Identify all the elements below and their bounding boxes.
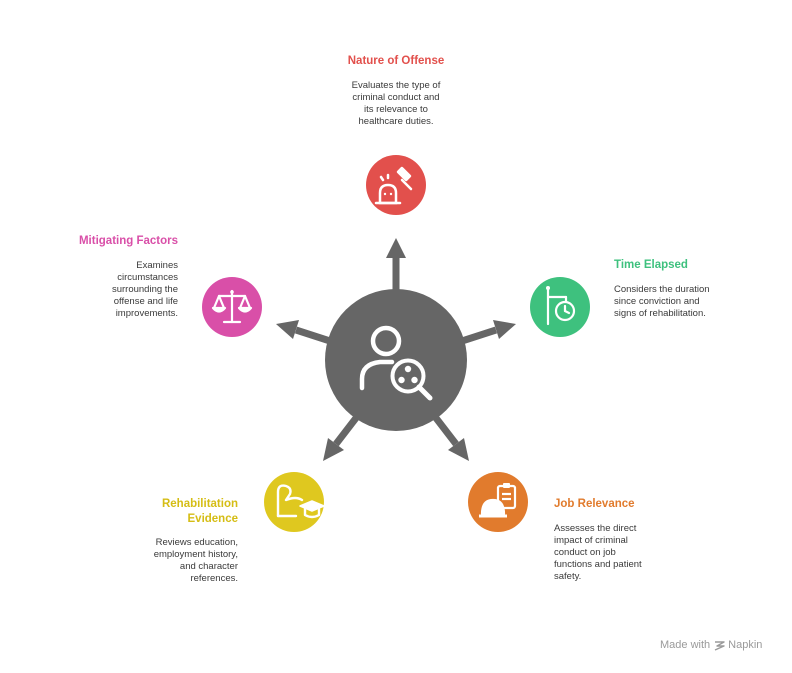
title-nature-of-offense: Nature of Offense (347, 55, 445, 67)
node-time-elapsed (530, 277, 590, 337)
arrow-to-rehab (323, 415, 359, 461)
node-job-relevance (468, 472, 528, 532)
title-mitigating-factors: Mitigating Factors (78, 235, 178, 247)
title-time-elapsed: Time Elapsed (614, 259, 688, 271)
arrow-to-job (433, 415, 469, 461)
title-rehabilitation-evidence: Rehabilitation Evidence (161, 498, 238, 525)
connector-arrows (276, 238, 516, 461)
hardhat-clipboard-icon (479, 483, 517, 518)
clock-sign-icon (546, 286, 576, 326)
desc-job-relevance: Assesses the direct impact of criminal c… (554, 523, 642, 582)
node-nature-of-offense (366, 155, 426, 215)
napkin-logo-icon (714, 640, 725, 651)
made-with-napkin-footer: Made with Napkin (660, 639, 762, 651)
person-search-icon (359, 325, 433, 401)
desc-time-elapsed: Considers the duration since conviction … (614, 284, 710, 319)
hub (325, 289, 467, 431)
desc-nature-of-offense: Evaluates the type of criminal conduct a… (351, 80, 441, 127)
napkin-brand-label: Napkin (728, 639, 763, 651)
arrow-to-time (460, 320, 516, 345)
desc-rehabilitation-evidence: Reviews education, employment history, a… (153, 537, 238, 584)
scales-icon (211, 289, 253, 324)
gavel-icon (374, 166, 413, 205)
arrow-to-mitigating (276, 320, 332, 345)
arm-graduation-icon (276, 484, 325, 519)
node-rehabilitation-evidence (264, 472, 325, 532)
desc-mitigating-factors: Examines circumstances surrounding the o… (111, 260, 178, 319)
napkin-brand: Napkin (714, 639, 762, 651)
node-mitigating-factors (202, 277, 262, 337)
arrow-to-nature (386, 238, 406, 290)
title-job-relevance: Job Relevance (554, 498, 635, 510)
made-with-label: Made with (660, 639, 711, 651)
